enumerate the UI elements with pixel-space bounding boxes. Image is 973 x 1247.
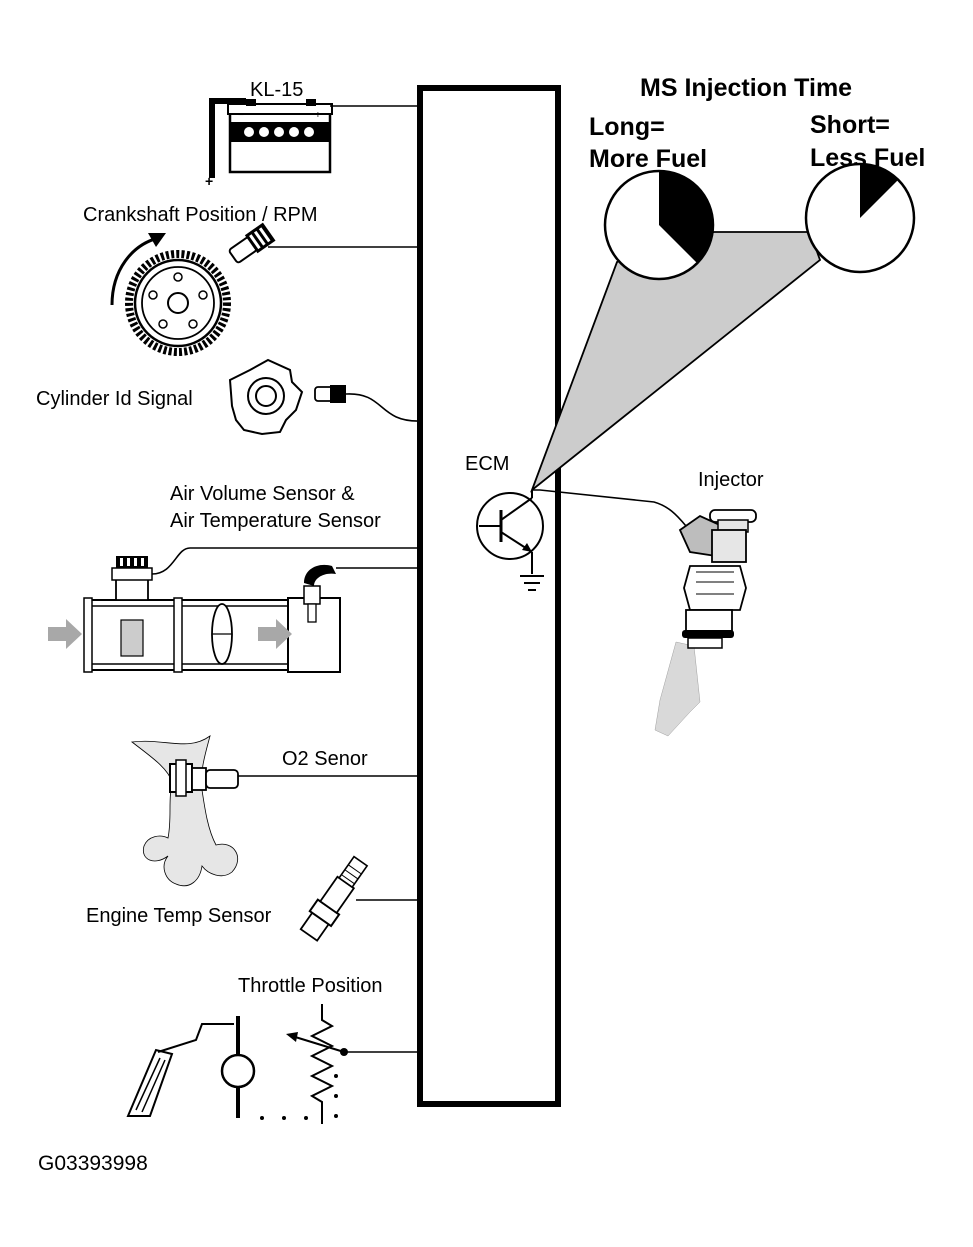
airflow-arrow-out-icon	[258, 619, 292, 649]
ecm-label: ECM	[465, 453, 509, 475]
exhaust-plume-icon	[130, 735, 238, 887]
engine-temp-label: Engine Temp Sensor	[86, 905, 272, 927]
cylinder-id-label: Cylinder Id Signal	[36, 388, 193, 410]
long-pulse-pie	[603, 169, 715, 281]
short-label-line1: Short=	[810, 111, 890, 139]
air-volume-wire	[151, 547, 420, 575]
air-volume-label-line1: Air Volume Sensor &	[170, 483, 355, 505]
air-temperature-sensor-icon	[303, 564, 336, 623]
crankshaft-label: Crankshaft Position / RPM	[83, 204, 318, 226]
cylinder-id-disc-icon	[228, 358, 304, 436]
figure-id: G03393998	[38, 1152, 148, 1175]
short-pulse-pie	[804, 162, 916, 274]
o2-sensor-label: O2 Senor	[282, 748, 368, 770]
air-volume-label-line2: Air Temperature Sensor	[170, 510, 381, 532]
pulse-cone	[530, 231, 822, 493]
air-volume-sensor-icon	[83, 556, 341, 673]
potentiometer-icon	[286, 1004, 348, 1124]
battery-label: KL-15	[250, 79, 303, 101]
svg-text:+: +	[205, 173, 213, 189]
engine-temp-sensor-icon	[299, 855, 369, 942]
throttle-linkage-dots	[260, 1074, 338, 1120]
throttle-pedal-icon	[126, 1023, 234, 1117]
o2-sensor-icon	[169, 759, 239, 797]
injector-wire	[531, 489, 687, 527]
throttle-plate-icon	[220, 1016, 256, 1118]
injector-icon	[654, 509, 757, 737]
transistor-icon	[476, 490, 544, 574]
crankshaft-sensor-icon	[228, 222, 276, 264]
airflow-arrow-in-icon	[48, 619, 82, 649]
cylinder-id-wire	[345, 393, 421, 422]
rotation-arrow-icon	[110, 236, 159, 306]
cylinder-id-sensor-icon	[314, 385, 346, 403]
svg-text:+: +	[315, 110, 321, 121]
svg-text:−: −	[238, 110, 244, 121]
ecm-box	[417, 85, 561, 1107]
crankshaft-wheel-icon	[125, 250, 231, 356]
battery-icon: − + +	[205, 98, 333, 189]
ground-icon	[520, 575, 544, 591]
long-label-line2: More Fuel	[589, 145, 707, 173]
rotation-arrowhead-icon	[148, 233, 166, 247]
long-label-line1: Long=	[589, 113, 665, 141]
throttle-position-label: Throttle Position	[238, 975, 383, 997]
injector-label: Injector	[698, 469, 764, 491]
injection-time-title: MS Injection Time	[640, 74, 852, 102]
